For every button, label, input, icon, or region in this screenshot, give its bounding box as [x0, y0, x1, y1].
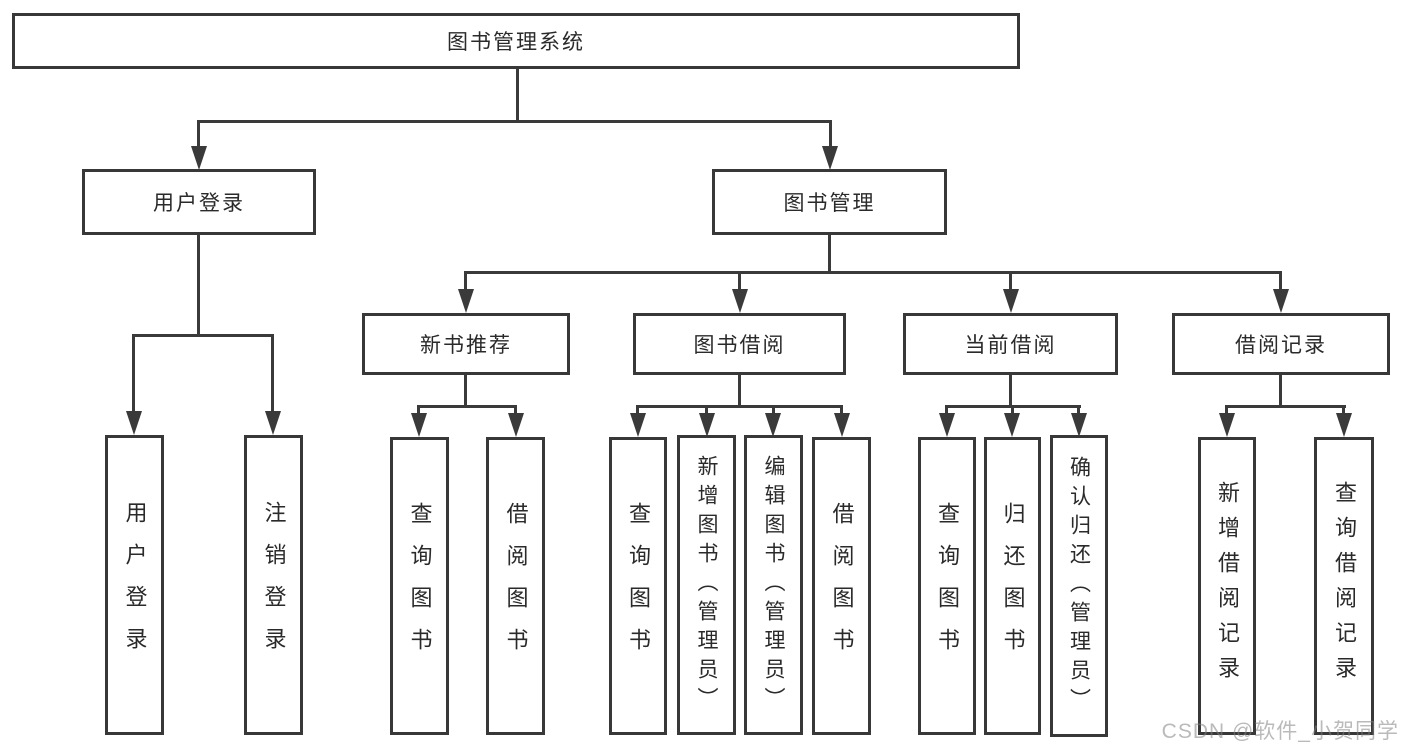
connector-arm-cb-query [945, 405, 948, 417]
leaf-logout-login: 注销登录 [244, 435, 303, 735]
connector-arm-cb-return [1011, 405, 1014, 417]
connector-arm-nb-borrow [514, 405, 517, 417]
leaf-borrow-query-books-label: 查询图书 [626, 502, 651, 670]
leaf-borrow-borrow-books: 借阅图书 [812, 437, 871, 735]
leaf-newbook-borrow-books: 借阅图书 [486, 437, 545, 735]
connector-arm-borrow-records [1279, 271, 1282, 291]
leaf-newbook-borrow-books-label: 借阅图书 [503, 502, 529, 670]
connector-root-trunk [516, 68, 519, 123]
arrow-down-icon [1219, 413, 1235, 437]
connector-arm-br-query [1342, 405, 1345, 417]
connector-level1-split [197, 120, 832, 123]
arrow-down-icon [765, 413, 781, 437]
node-root-library-system: 图书管理系统 [12, 13, 1020, 69]
arrow-down-icon [1003, 289, 1019, 313]
node-book-management: 图书管理 [712, 169, 947, 235]
leaf-logout-login-label: 注销登录 [261, 501, 287, 669]
leaf-current-return-books-label: 归还图书 [1000, 502, 1026, 670]
connector-records-stub [1279, 375, 1282, 408]
connector-arm-cb-confirm [1077, 405, 1080, 417]
leaf-borrow-query-books: 查询图书 [609, 437, 667, 735]
arrow-down-icon [1273, 289, 1289, 313]
arrow-down-icon [939, 413, 955, 437]
leaf-borrow-edit-books-admin: 编辑图书（管理员） [744, 435, 803, 735]
arrow-down-icon [732, 289, 748, 313]
node-user-login: 用户登录 [82, 169, 316, 235]
leaf-newbook-query-books: 查询图书 [390, 437, 449, 735]
leaf-current-query-books: 查询图书 [918, 437, 976, 735]
connector-records-split [1225, 405, 1346, 408]
leaf-borrow-edit-books-admin-label: 编辑图书（管理员） [762, 454, 785, 716]
connector-userlogin-split [132, 334, 274, 337]
arrow-down-icon [1071, 413, 1087, 437]
leaf-current-confirm-return-admin-label: 确认归还（管理员） [1067, 455, 1091, 717]
leaf-records-add-record: 新增借阅记录 [1198, 437, 1256, 735]
connector-arm-bb-borrow [840, 405, 843, 417]
node-new-book-recommend-label: 新书推荐 [420, 334, 512, 357]
connector-newbook-split [417, 405, 517, 408]
node-book-management-label: 图书管理 [783, 192, 876, 215]
connector-arm-nb-query [417, 405, 420, 417]
leaf-borrow-add-books-admin: 新增图书（管理员） [677, 435, 736, 735]
leaf-borrow-borrow-books-label: 借阅图书 [829, 502, 855, 670]
connector-arm-br-add [1225, 405, 1228, 417]
leaf-borrow-add-books-admin-label: 新增图书（管理员） [695, 454, 718, 716]
connector-arm-login [132, 334, 135, 415]
connector-arm-book-borrow [738, 271, 741, 291]
csdn-watermark: CSDN @软件_小贺同学 [1161, 720, 1399, 743]
node-current-borrow-label: 当前借阅 [964, 334, 1057, 357]
connector-arm-bb-query [636, 405, 639, 417]
leaf-records-query-record: 查询借阅记录 [1314, 437, 1374, 735]
node-borrow-records-label: 借阅记录 [1235, 334, 1327, 357]
connector-arm-new-book [464, 271, 467, 291]
connector-arm-logout [271, 334, 274, 415]
leaf-current-return-books: 归还图书 [984, 437, 1041, 735]
arrow-down-icon [265, 411, 281, 435]
leaf-current-confirm-return-admin: 确认归还（管理员） [1050, 435, 1108, 737]
connector-arm-user-login [197, 120, 200, 150]
connector-level2-split [464, 271, 1282, 274]
arrow-down-icon [411, 413, 427, 437]
arrow-down-icon [191, 146, 207, 170]
arrow-down-icon [126, 411, 142, 435]
leaf-records-query-record-label: 查询借阅记录 [1332, 481, 1357, 691]
node-current-borrow: 当前借阅 [903, 313, 1118, 375]
connector-borrow-split [636, 405, 843, 408]
arrow-down-icon [458, 289, 474, 313]
connector-current-stub [1009, 375, 1012, 408]
arrow-down-icon [508, 413, 524, 437]
node-user-login-label: 用户登录 [153, 192, 245, 215]
connector-userlogin-trunk [197, 235, 200, 336]
node-book-borrow: 图书借阅 [633, 313, 846, 375]
arrow-down-icon [630, 413, 646, 437]
node-root-label: 图书管理系统 [447, 31, 585, 54]
connector-newbook-stub [464, 375, 467, 408]
leaf-current-query-books-label: 查询图书 [935, 502, 960, 670]
connector-arm-book-mgmt [829, 120, 832, 150]
connector-borrow-stub [738, 375, 741, 408]
connector-bookmgmt-trunk [828, 235, 831, 274]
leaf-newbook-query-books-label: 查询图书 [407, 502, 433, 670]
leaf-user-login-label: 用户登录 [122, 501, 148, 669]
leaf-user-login: 用户登录 [105, 435, 164, 735]
connector-arm-bb-edit [772, 405, 775, 417]
node-borrow-records: 借阅记录 [1172, 313, 1390, 375]
arrow-down-icon [834, 413, 850, 437]
arrow-down-icon [1004, 413, 1020, 437]
arrow-down-icon [1336, 413, 1352, 437]
connector-arm-current-borrow [1009, 271, 1012, 291]
node-new-book-recommend: 新书推荐 [362, 313, 570, 375]
arrow-down-icon [822, 146, 838, 170]
connector-arm-bb-add [705, 405, 708, 417]
arrow-down-icon [699, 413, 715, 437]
leaf-records-add-record-label: 新增借阅记录 [1215, 481, 1240, 691]
node-book-borrow-label: 图书借阅 [693, 334, 786, 357]
